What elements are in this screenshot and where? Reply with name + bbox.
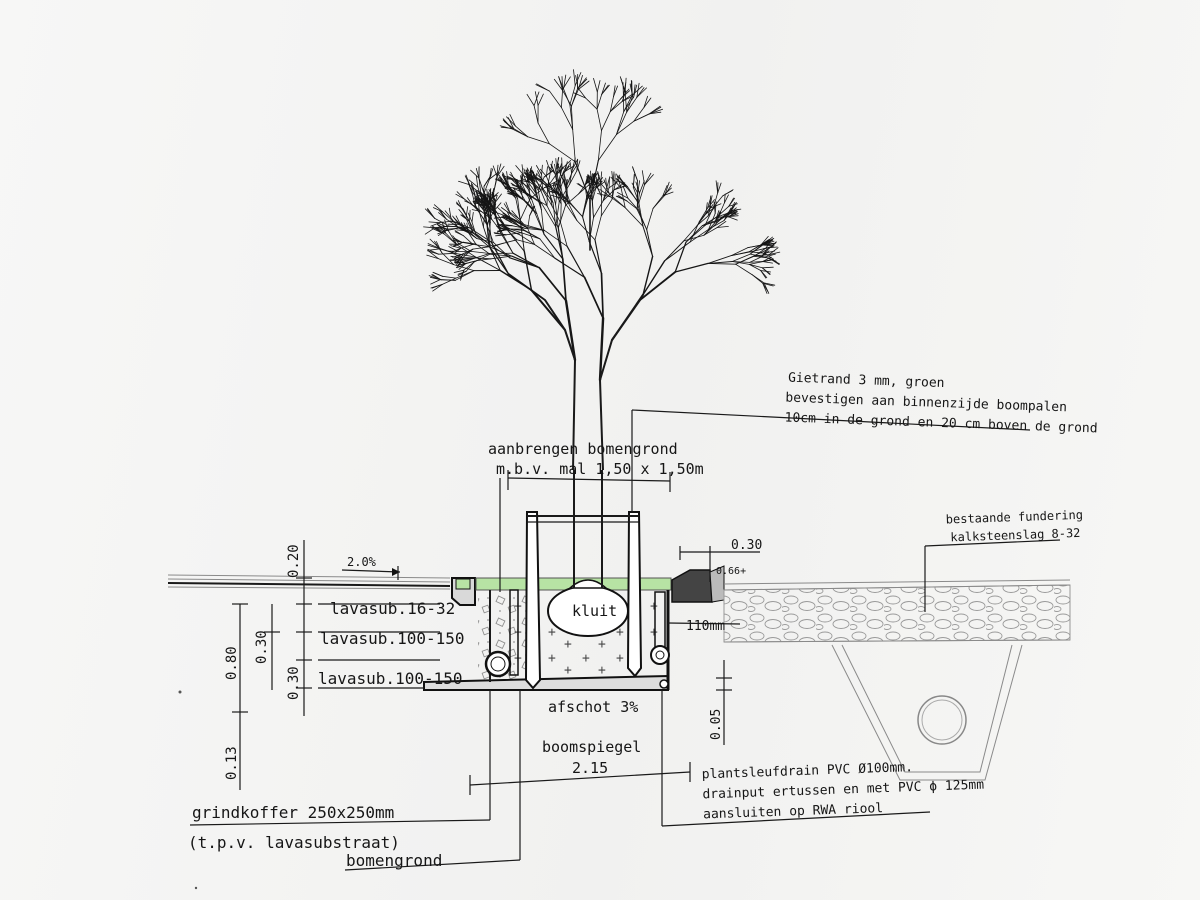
dim-boomspiegel [469,762,691,795]
drain-line-3: aansluiten op RWA riool [703,801,883,822]
dim-030-top-label: 0.30 [731,538,762,553]
lavasub-2-label: lavasub.100-150 [320,629,465,648]
drain-note: plantsleufdrain PVC Ø100mm. drainput ert… [702,760,985,822]
drain-pipe-right [650,591,670,665]
level-066-label: 0.66+ [716,566,746,577]
tree-trunk [544,299,641,471]
fundering-note: bestaande fundering kalksteenslag 8-32 [946,508,1084,545]
aanbrengen-line-2: m.b.v. mal 1,50 x 1,50m [496,460,704,478]
grindkoffer-line-2: (t.p.v. lavasubstraat) [188,833,400,852]
boomspiegel-dim-label: 2.15 [572,759,608,777]
tree-illustration [423,69,781,382]
grindkoffer-line-1: grindkoffer 250x250mm [192,803,394,822]
boomspiegel-label: boomspiegel [542,738,641,756]
gietrand-line-1: Gietrand 3 mm, groen [788,371,945,391]
gietrand-note: Gietrand 3 mm, groen bevestigen aan binn… [784,371,1097,437]
dim-005-label: 0.05 [709,709,724,740]
slope-label: 2.0% [347,555,377,569]
dim-030b-label: 0.30 [286,666,302,700]
dim-020-label: 0.20 [286,544,302,578]
drain-line-2: drainput ertussen en met PVC ϕ 125mm [702,778,984,803]
drain-line-1: plantsleufdrain PVC Ø100mm. [702,760,914,782]
fundering-line-2: kalksteenslag 8-32 [950,526,1080,545]
aanbrengen-line-1: aanbrengen bomengrond [488,440,678,458]
dim-080-label: 0.80 [224,646,240,680]
dim-top-width [499,470,671,592]
slope-arrow [341,566,401,580]
kluit-label: kluit [572,602,617,620]
dim-left-verticals [232,540,440,790]
afschot-label: afschot 3% [548,698,638,716]
lavasub-3-label: lavasub.100-150 [318,669,463,688]
stray-dot [178,690,182,694]
fundering-line-1: bestaande fundering [946,508,1084,527]
dim-005 [716,660,732,745]
existing-foundation [723,579,1071,781]
lavasub-1-label: lavasub.16-32 [330,599,455,618]
dim-110-label: 110mm [686,619,725,634]
root-ball [547,470,629,637]
pavement-left [167,574,451,590]
dim-030-top [679,546,760,582]
stray-dot [194,886,198,890]
drain-pipe-left [484,589,519,678]
tree-posts [524,511,643,690]
kerb-right [671,565,725,603]
dim-030a-label: 0.30 [254,630,270,664]
bomengrond-label: bomengrond [346,851,442,870]
dim-013-label: 0.13 [224,746,240,780]
kerb-left [451,577,476,606]
leader-lines [189,409,1061,871]
leader-110mm [667,622,741,625]
